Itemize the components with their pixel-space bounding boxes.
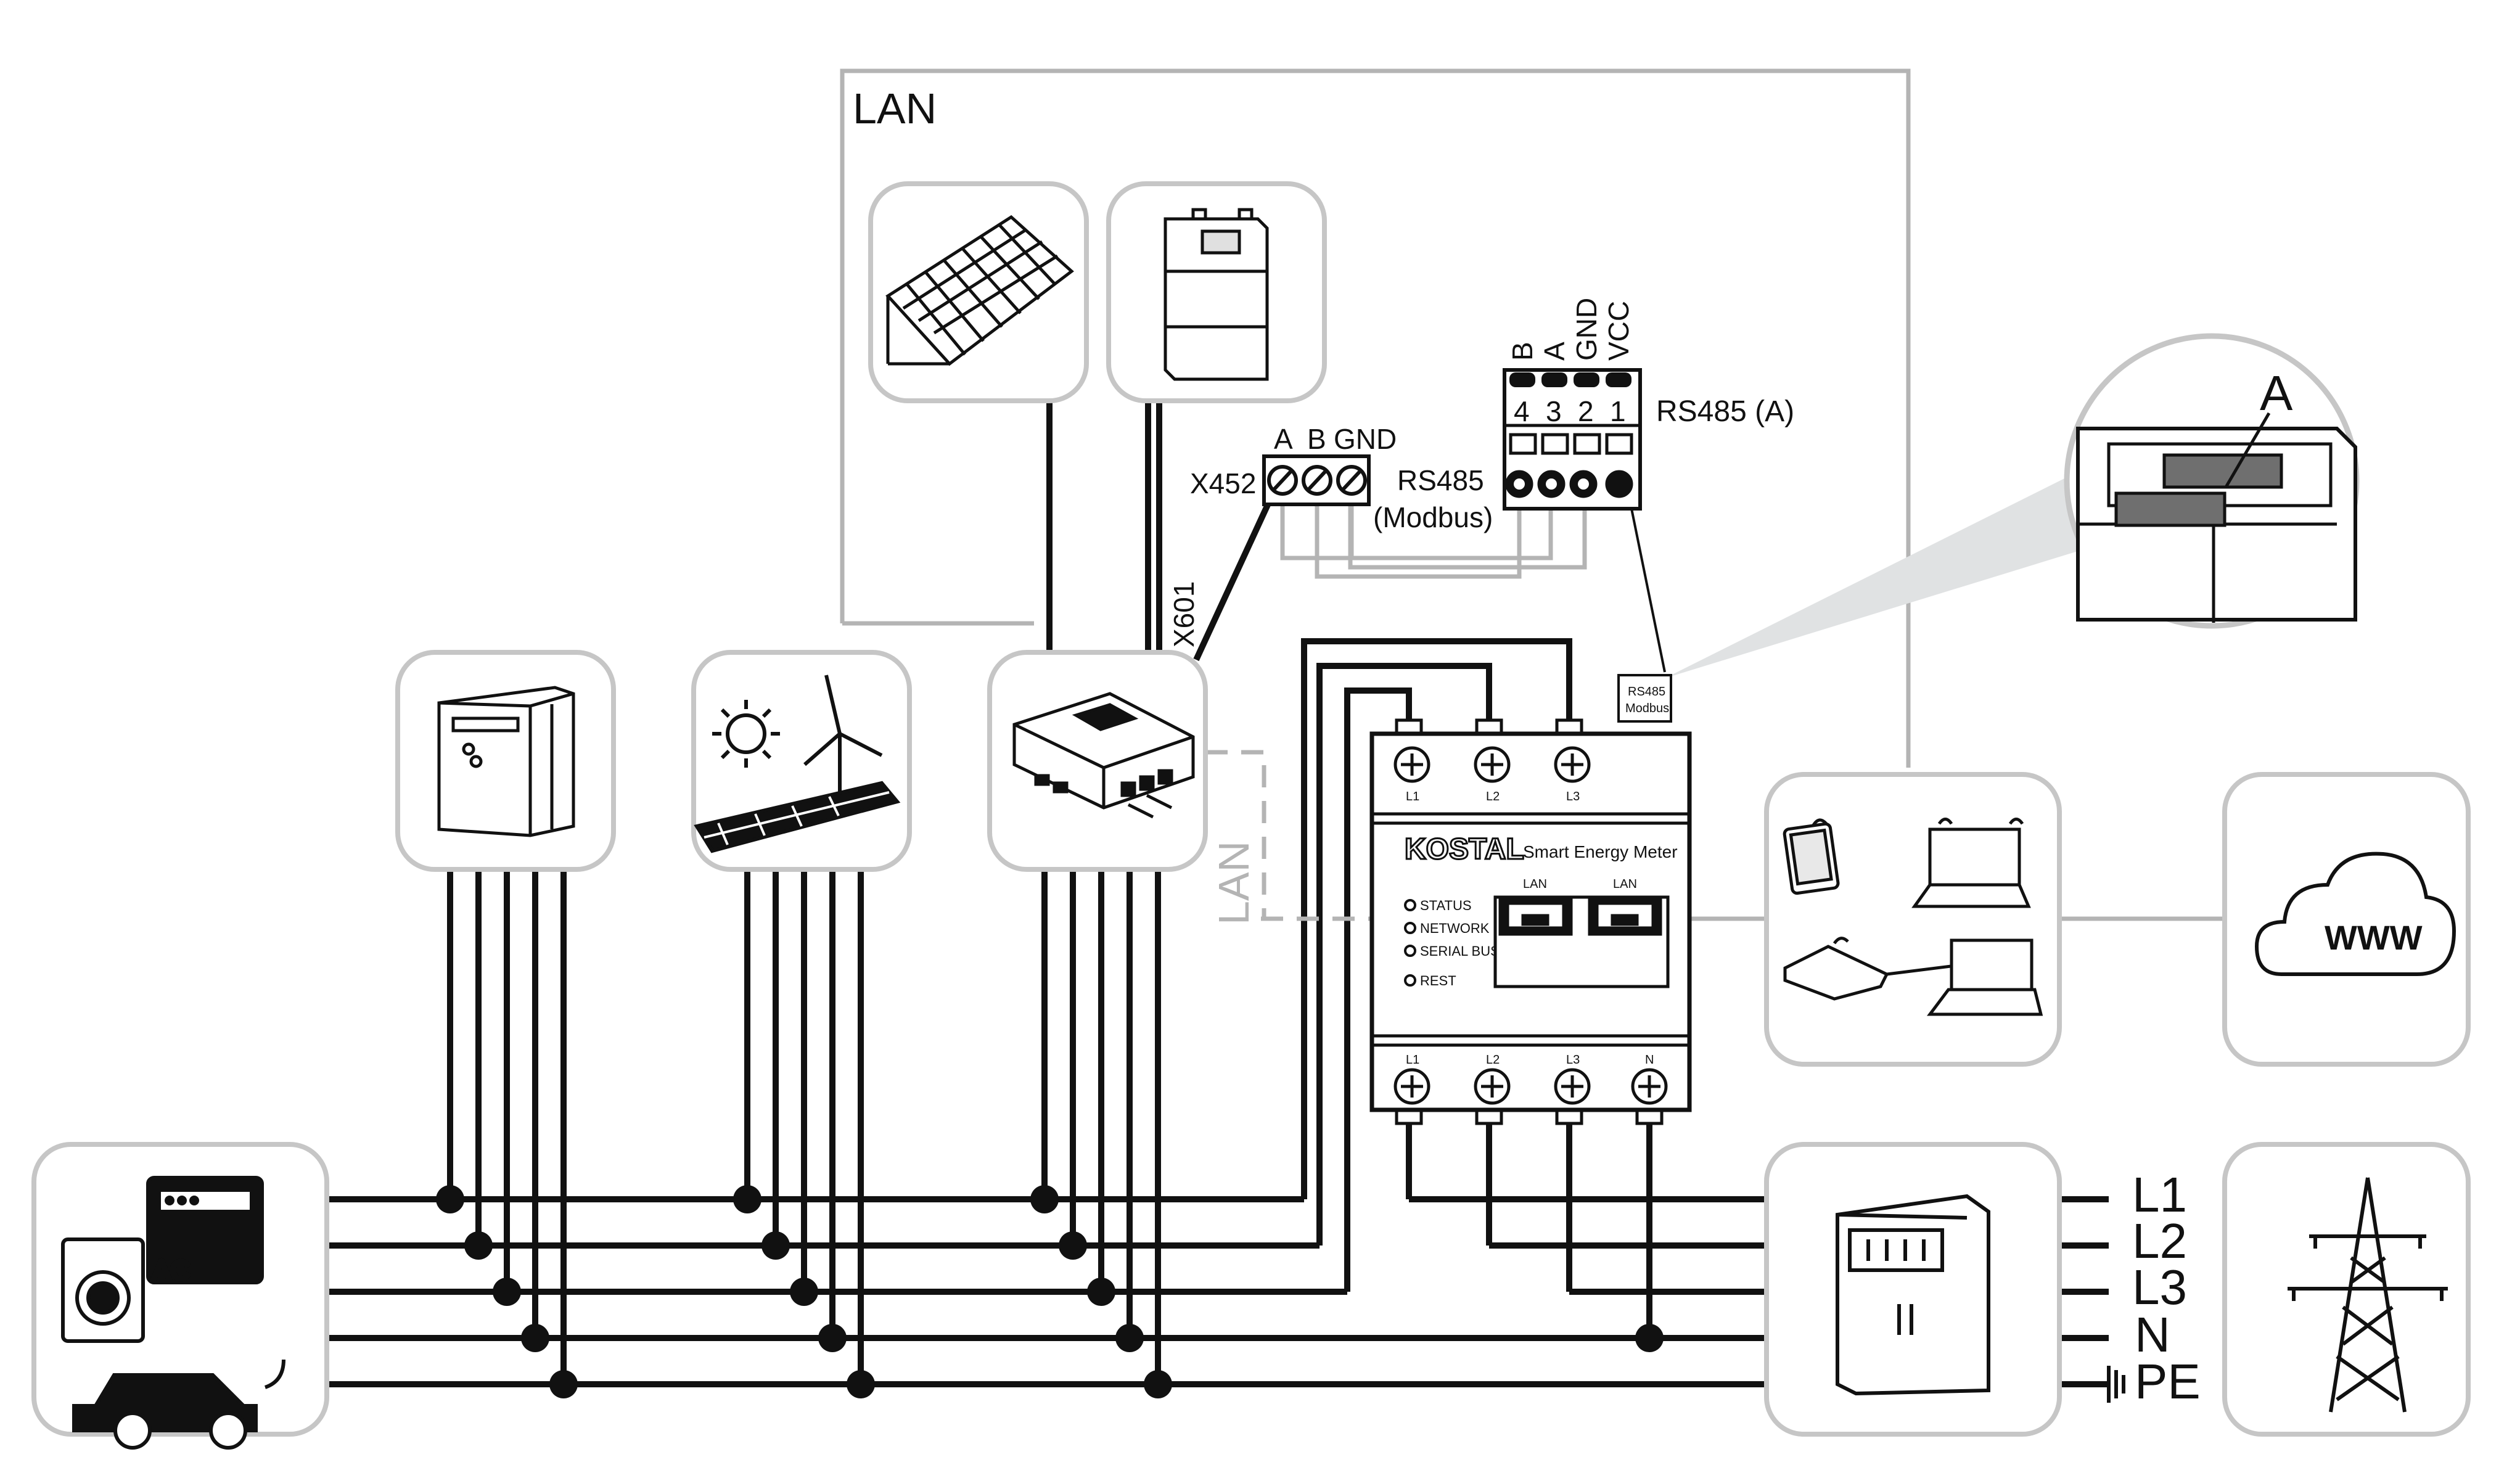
x452-pin-gnd: GND (1334, 423, 1397, 455)
generator-cabinet-icon (437, 686, 575, 837)
x452-pin-a: A (1274, 423, 1293, 455)
cloud-www-text: WWW (2325, 918, 2423, 957)
junction-dots (436, 1185, 1664, 1398)
grid-line-pe: PE (2135, 1354, 2201, 1409)
x452-modbus-label: (Modbus) (1373, 501, 1493, 533)
lan-frame-label: LAN (853, 84, 937, 133)
rs485-a-label: RS485 (A) (1656, 395, 1794, 428)
rs485-num-4: 4 (1514, 395, 1530, 427)
rs485-signal-gnd: GND (1570, 298, 1603, 361)
wiring (447, 401, 1652, 1384)
zoom-label-a: A (2260, 366, 2293, 421)
meter-top-l2: L2 (1486, 790, 1500, 803)
ac-label: AC (152, 1255, 190, 1286)
solar-panel-icon (885, 215, 1074, 366)
grid-line-l2: L2 (2132, 1213, 2187, 1268)
meter-brand: KOSTAL (1405, 833, 1524, 866)
x601-label: X601 (1168, 581, 1200, 647)
battery-storage-box (1106, 181, 1327, 403)
rs485-connector-block: 4 3 2 1 B A GND VCC RS485 (A) (1503, 298, 1794, 511)
battery-storage-icon (1164, 208, 1269, 381)
renewables-box (691, 650, 912, 872)
meter-bottom-n: N (1645, 1053, 1654, 1067)
inverter-icon (1012, 692, 1195, 819)
zoom-detail-a: A (2064, 333, 2360, 629)
grid-pylon-box (2222, 1142, 2471, 1437)
lan-network-frame: LAN (840, 68, 1911, 768)
meter-top-l1: L1 (1406, 790, 1419, 803)
sun-wind-roof-icon (694, 675, 901, 853)
rs485-num-3: 3 (1546, 395, 1562, 427)
grid-line-labels (2062, 1196, 2109, 1387)
cloud-www-icon: WWW (2254, 852, 2456, 976)
network-cables: LAN (1205, 750, 2225, 925)
x452-terminal: X452 A B GND RS485 (Modbus) (1190, 423, 1493, 533)
meter-bottom-l3: L3 (1566, 1053, 1580, 1067)
solar-panel-box (868, 181, 1089, 403)
rs485-signal-a: A (1538, 342, 1570, 361)
inverter-box (987, 650, 1208, 872)
household-consumers-icon: AC (61, 1176, 285, 1450)
meter-lan-port-1 (1498, 895, 1573, 936)
x452-pin-b: B (1307, 423, 1326, 455)
x452-label: X452 (1190, 467, 1256, 499)
rs485-signal-b: B (1506, 342, 1538, 361)
smart-energy-meter: RS485 Modbus L1 L2 L3 KOSTAL Smart Energ… (1369, 674, 1692, 1125)
grid-line-l1: L1 (2132, 1167, 2187, 1222)
x452-rs485-label: RS485 (1397, 464, 1484, 496)
zoom-beam (1665, 456, 2146, 678)
meter-lan-port-2 (1588, 895, 1662, 936)
meter-lan-port-1-label: LAN (1523, 877, 1547, 891)
meter-top-l3: L3 (1566, 790, 1580, 803)
rs485-a-wire (1630, 505, 1666, 673)
grid-line-n: N (2135, 1307, 2170, 1362)
meter-led-network: NETWORK (1420, 921, 1490, 936)
rs485-grey-wires (1280, 493, 1587, 579)
meter-led-serial-bus: SERIAL BUS (1420, 943, 1500, 959)
meter-led-status: STATUS (1420, 898, 1472, 913)
meter-modbus-label: Modbus (1625, 702, 1669, 715)
meter-product: Smart Energy Meter (1523, 842, 1678, 861)
meter-led-rest: REST (1420, 973, 1456, 988)
utility-meter-icon (1836, 1194, 1990, 1396)
grid-meter-box (1764, 1142, 2062, 1437)
meter-rs485-label: RS485 (1628, 685, 1665, 699)
consumers-box: AC (31, 1142, 329, 1450)
rs485-signal-vcc: VCC (1603, 301, 1635, 361)
rs485-num-2: 2 (1578, 395, 1594, 427)
meter-bottom-l2: L2 (1486, 1053, 1500, 1067)
tablet-laptop-router-icon (1783, 818, 2043, 1016)
cloud-box: WWW (2222, 772, 2471, 1067)
ground-symbol-icon (2107, 1366, 2125, 1403)
rs485-num-1: 1 (1610, 395, 1626, 427)
generator-box (395, 650, 616, 872)
meter-lan-port-2-label: LAN (1613, 877, 1637, 891)
power-pylon-icon (2288, 1177, 2448, 1413)
lan-dashed-label: LAN (1210, 841, 1258, 925)
grid-line-l3: L3 (2132, 1260, 2187, 1315)
meter-bottom-l1: L1 (1406, 1053, 1419, 1067)
network-devices-box (1764, 772, 2062, 1067)
